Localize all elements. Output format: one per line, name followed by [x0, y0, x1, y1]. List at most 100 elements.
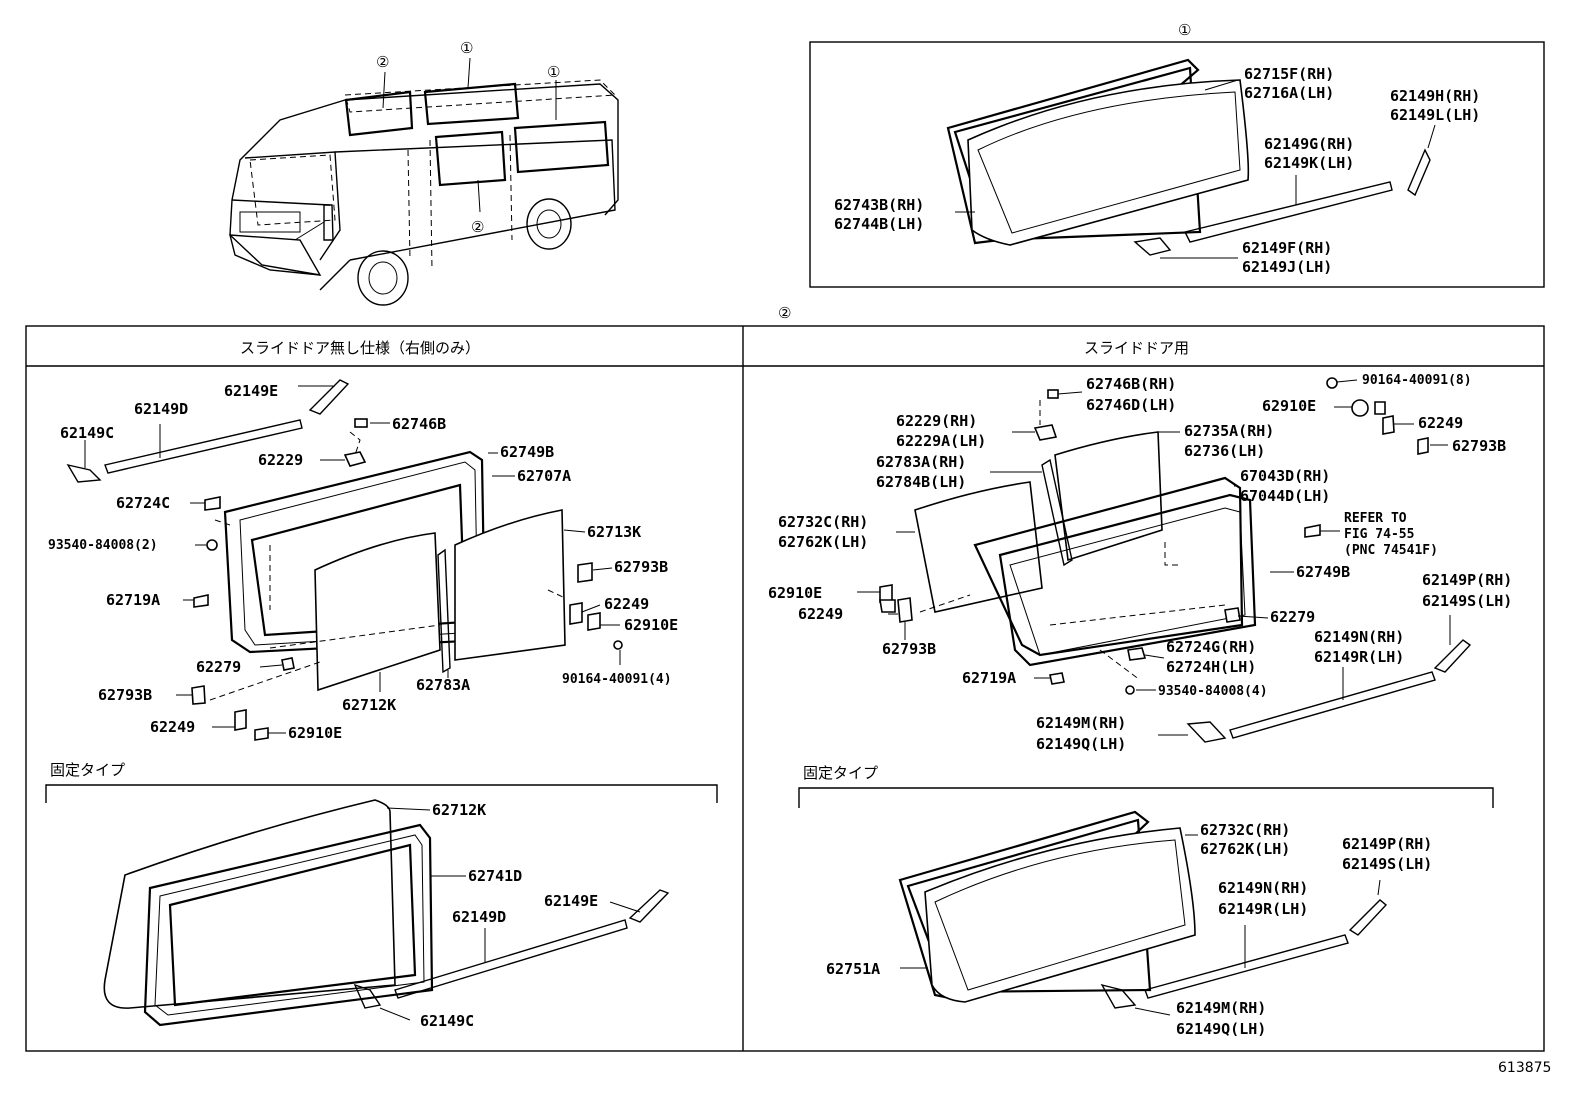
- part-label: 62746D(LH): [1086, 396, 1176, 414]
- part-label: 62749B: [500, 443, 554, 461]
- part-label: 62149H(RH): [1390, 87, 1480, 105]
- part-label: 62149R(LH): [1218, 900, 1308, 918]
- van-marker-1a: ①: [460, 39, 473, 57]
- part-label: 62149E: [544, 892, 598, 910]
- part-label: 62229: [258, 451, 303, 469]
- part-label: 62712K: [342, 696, 396, 714]
- part-label: 62149N(RH): [1314, 628, 1404, 646]
- part-label: 62762K(LH): [778, 533, 868, 551]
- part-label: 62793B: [98, 686, 152, 704]
- part-label: 62735A(RH): [1184, 422, 1274, 440]
- part-label: 62149N(RH): [1218, 879, 1308, 897]
- left-header: スライドドア無し仕様（右側のみ）: [240, 339, 480, 357]
- part-label: 62149J(LH): [1242, 258, 1332, 276]
- right-header: スライドドア用: [1084, 339, 1189, 357]
- part-label: 62719A: [106, 591, 160, 609]
- part-label: 62712K: [432, 801, 486, 819]
- part-label: 62749B: [1296, 563, 1350, 581]
- part-label: 62279: [1270, 608, 1315, 626]
- part-label: 62229(RH): [896, 412, 977, 430]
- part-label: 67044D(LH): [1240, 487, 1330, 505]
- left-fixed-assembly: [103, 799, 670, 1027]
- part-label: 62732C(RH): [1200, 821, 1290, 839]
- part-label: 62149S(LH): [1342, 855, 1432, 873]
- part-label: 62149C: [420, 1012, 474, 1030]
- part-label: 62149S(LH): [1422, 592, 1512, 610]
- part-label: 62793B: [882, 640, 936, 658]
- part-label: 62149E: [224, 382, 278, 400]
- section2-frame: [25, 325, 1545, 1052]
- part-label: 62784B(LH): [876, 473, 966, 491]
- part-label: (PNC 74541F): [1344, 543, 1438, 558]
- part-label: 62229A(LH): [896, 432, 986, 450]
- part-label: 62149M(RH): [1036, 714, 1126, 732]
- part-label: 62149L(LH): [1390, 106, 1480, 124]
- part-label: 62746B: [392, 415, 446, 433]
- part-label: 62910E: [768, 584, 822, 602]
- left-fixed-bracket: [45, 784, 718, 803]
- part-label: 62279: [196, 658, 241, 676]
- part-label: 62741D: [468, 867, 522, 885]
- part-label: 90164-40091(4): [562, 672, 672, 687]
- part-label: 62751A: [826, 960, 880, 978]
- van-illustration: [229, 57, 619, 306]
- part-label: 62746B(RH): [1086, 375, 1176, 393]
- part-label: 62149G(RH): [1264, 135, 1354, 153]
- left-fixed-type-label: 固定タイプ: [50, 761, 125, 779]
- figure-number: 613875: [1498, 1060, 1551, 1076]
- part-label: 62149D: [452, 908, 506, 926]
- right-fixed-assembly: [898, 810, 1388, 1016]
- van-marker-2b: ②: [471, 218, 484, 236]
- part-label: 62793B: [1452, 437, 1506, 455]
- right-fixed-bracket: [798, 787, 1494, 808]
- right-assembly: [857, 377, 1472, 743]
- part-label: 62249: [604, 595, 649, 613]
- part-label: 62762K(LH): [1200, 840, 1290, 858]
- section1-frame: [809, 41, 1545, 288]
- part-label: 62783A: [416, 676, 470, 694]
- part-label: 62719A: [962, 669, 1016, 687]
- part-label: 62149M(RH): [1176, 999, 1266, 1017]
- part-label: 62713K: [587, 523, 641, 541]
- part-label: 62716A(LH): [1244, 84, 1334, 102]
- section1-window: [946, 58, 1436, 259]
- part-label: 62732C(RH): [778, 513, 868, 531]
- part-label: FIG 74-55: [1344, 527, 1414, 542]
- part-label: 62149K(LH): [1264, 154, 1354, 172]
- part-label: 62707A: [517, 467, 571, 485]
- part-label: 62743B(RH): [834, 196, 924, 214]
- van-marker-1b: ①: [547, 63, 560, 81]
- part-label: 62149Q(LH): [1036, 735, 1126, 753]
- part-label: 62149P(RH): [1342, 835, 1432, 853]
- part-label: 62249: [798, 605, 843, 623]
- section2-marker: ②: [778, 304, 791, 322]
- van-marker-2a: ②: [376, 53, 389, 71]
- section1-marker: ①: [1178, 21, 1191, 39]
- right-fixed-type-label: 固定タイプ: [803, 764, 878, 782]
- part-label: 62149F(RH): [1242, 239, 1332, 257]
- part-label: 62149Q(LH): [1176, 1020, 1266, 1038]
- part-label: 62910E: [288, 724, 342, 742]
- part-label: 62149R(LH): [1314, 648, 1404, 666]
- part-label: 62149P(RH): [1422, 571, 1512, 589]
- part-label: REFER TO: [1344, 511, 1407, 526]
- part-label: 62910E: [1262, 397, 1316, 415]
- part-label: 62149C: [60, 424, 114, 442]
- part-label: 90164-40091(8): [1362, 373, 1472, 388]
- part-label: 62744B(LH): [834, 215, 924, 233]
- part-label: 93540-84008(4): [1158, 684, 1268, 699]
- part-label: 62736(LH): [1184, 442, 1265, 460]
- part-label: 62249: [1418, 414, 1463, 432]
- part-label: 62724H(LH): [1166, 658, 1256, 676]
- part-label: 62793B: [614, 558, 668, 576]
- part-label: 62783A(RH): [876, 453, 966, 471]
- part-label: 62910E: [624, 616, 678, 634]
- part-label: 62724G(RH): [1166, 638, 1256, 656]
- part-label: 62715F(RH): [1244, 65, 1334, 83]
- part-label: 62149D: [134, 400, 188, 418]
- part-label: 62724C: [116, 494, 170, 512]
- part-label: 67043D(RH): [1240, 467, 1330, 485]
- left-assembly: [66, 379, 623, 741]
- part-label: 93540-84008(2): [48, 538, 158, 553]
